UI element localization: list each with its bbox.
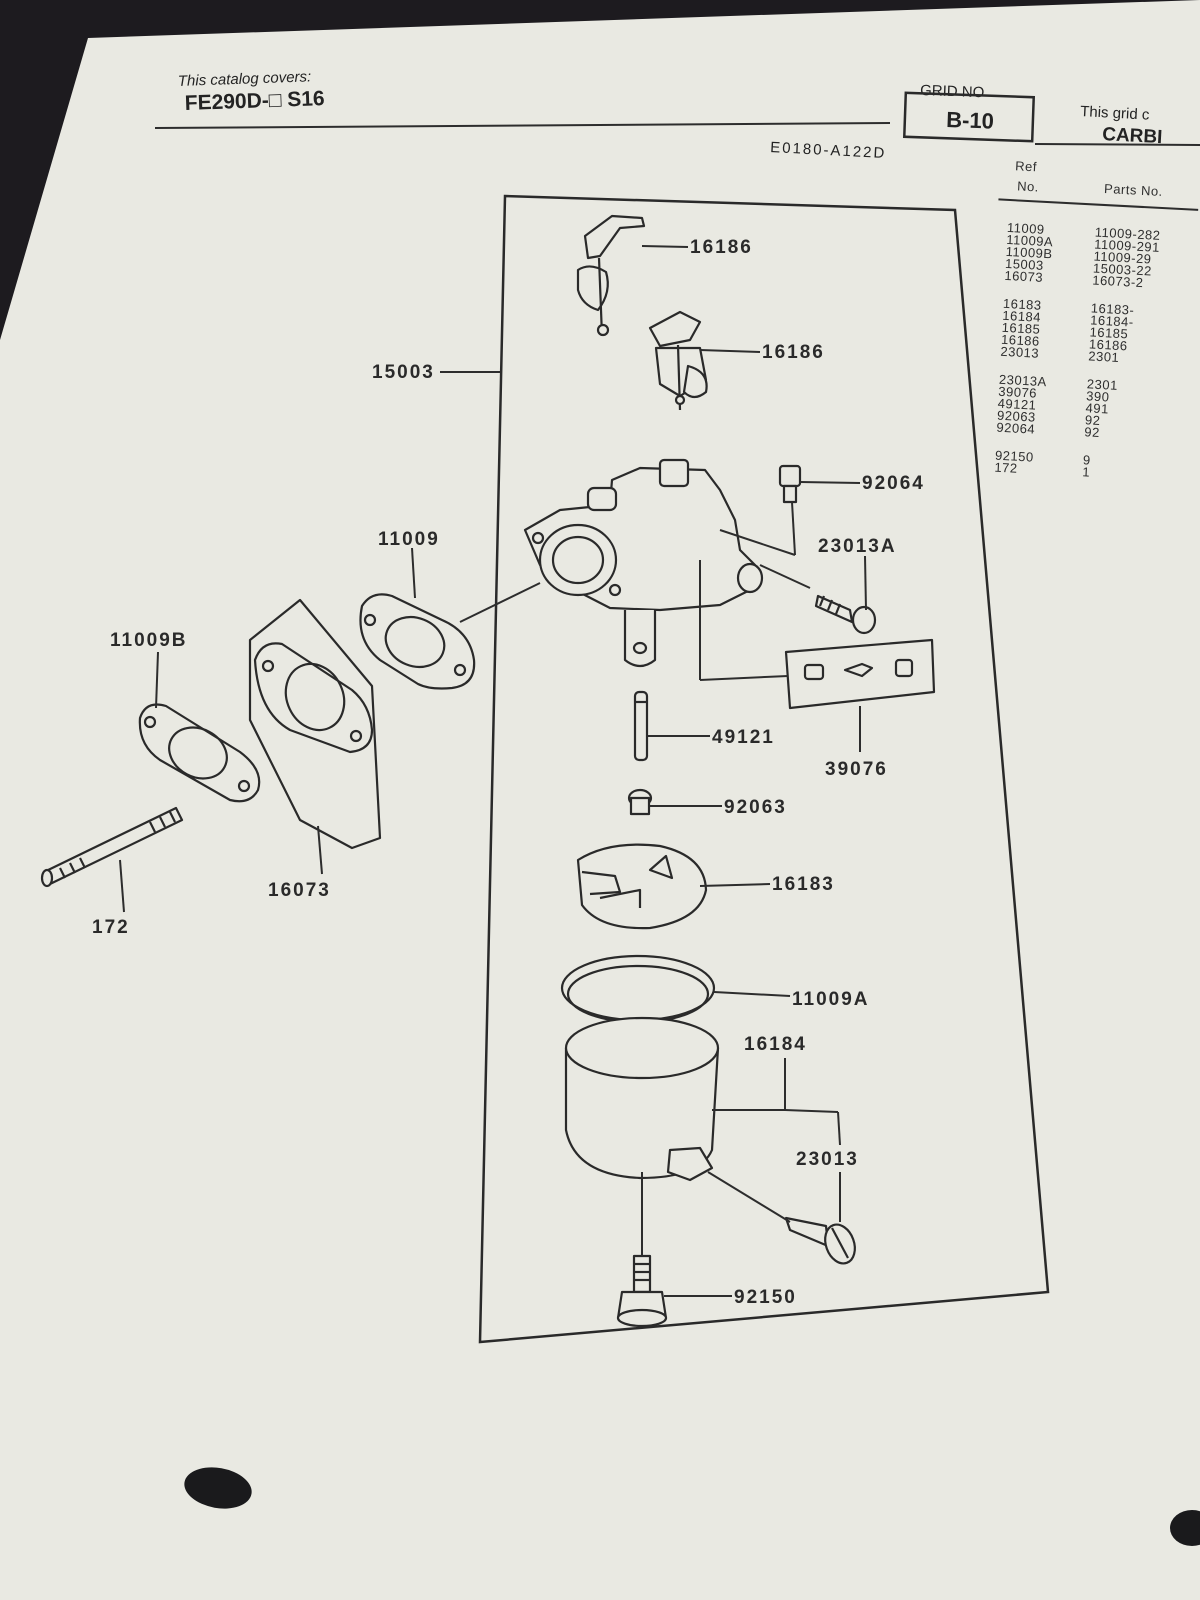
- grid-no-label: GRID NO: [920, 82, 985, 101]
- table-ref-cell: 11009B: [1005, 244, 1053, 261]
- table-ref-cell: 49121: [997, 396, 1036, 413]
- callout-49121: 49121: [712, 727, 775, 748]
- table-ref-cell: 23013: [1000, 344, 1039, 361]
- table-ref-cell: 16186: [1001, 332, 1040, 349]
- screw-92064-part: [778, 464, 802, 504]
- table-part-cell: 16073-2: [1092, 272, 1144, 290]
- callout-16073: 16073: [268, 880, 331, 901]
- stud-172-part: [40, 806, 184, 888]
- callout-16186-choke: 16186: [690, 237, 753, 258]
- insulator-16073-part: [248, 598, 382, 850]
- kit-39076-part: [784, 638, 936, 710]
- header-rule: [154, 122, 891, 129]
- table-ref-cell: 172: [994, 460, 1018, 476]
- screw-23013A-part: [814, 594, 877, 635]
- callout-92063: 92063: [724, 797, 787, 818]
- table-part-cell: 15003-22: [1093, 260, 1153, 278]
- grid-no-box: [902, 91, 1036, 143]
- table-part-cell: 16183-: [1091, 300, 1135, 317]
- table-ref-cell: 92063: [997, 408, 1036, 425]
- float-16183-part: [576, 843, 708, 930]
- gasket-11009-part: [359, 593, 476, 690]
- table-ref-cell: 16185: [1001, 320, 1040, 337]
- grid-description: This grid c: [1080, 103, 1150, 124]
- drawing-code: E0180-A122D: [770, 139, 887, 162]
- callout-172: 172: [92, 917, 130, 938]
- diagram-frame: [478, 194, 1050, 1344]
- table-part-cell: 92: [1084, 424, 1100, 440]
- table-ref-cell: 15003: [1005, 256, 1044, 273]
- table-part-cell: 9: [1083, 452, 1092, 467]
- callout-16183: 16183: [772, 874, 835, 895]
- table-part-cell: 2301: [1087, 376, 1119, 393]
- float-bowl-16184-part: [564, 1016, 720, 1182]
- table-ref-cell: 16073: [1004, 268, 1043, 285]
- table-part-cell: 2301: [1088, 348, 1120, 365]
- model-number: FE290D-□ S16: [184, 87, 325, 115]
- throttle-lever-part: [648, 310, 708, 411]
- callout-16186-throttle: 16186: [762, 342, 825, 363]
- float-pin-49121-part: [633, 690, 649, 762]
- table-part-cell: 92: [1085, 412, 1101, 428]
- table-ref-cell: 23013A: [999, 372, 1048, 389]
- callout-39076: 39076: [825, 759, 888, 780]
- binder-hole-right: [1170, 1510, 1200, 1546]
- callout-23013A: 23013A: [818, 536, 897, 557]
- choke-lever-part: [576, 214, 646, 337]
- callout-labels: 16186 16186 15003 92064 23013A 11009 110…: [92, 237, 925, 1308]
- table-part-cell: 1: [1082, 464, 1091, 479]
- table-ref-cell: 92064: [996, 420, 1035, 437]
- table-ref-cell: 11009: [1007, 220, 1045, 237]
- col-no-label: No.: [1017, 178, 1039, 194]
- table-part-cell: 491: [1085, 400, 1109, 416]
- callout-11009B: 11009B: [110, 630, 188, 651]
- leader-lines: [119, 245, 867, 1297]
- binder-hole: [184, 1467, 252, 1509]
- table-part-cell: 11009-29: [1093, 249, 1152, 267]
- callout-92150: 92150: [734, 1287, 797, 1308]
- grid-title: CARBI: [1102, 124, 1163, 148]
- table-ref-cell: 16183: [1003, 296, 1042, 313]
- callout-11009: 11009: [378, 529, 440, 550]
- drain-screw-23013-part: [784, 1216, 856, 1265]
- callout-16184: 16184: [744, 1034, 807, 1055]
- callout-11009A: 11009A: [792, 989, 870, 1010]
- callout-23013: 23013: [796, 1149, 859, 1170]
- catalog-covers-label: This catalog covers:: [178, 68, 312, 90]
- carburetor-body-part: [523, 458, 764, 668]
- callout-92064: 92064: [862, 473, 925, 494]
- col-ref-label: Ref: [1015, 158, 1037, 174]
- table-part-cell: 16185: [1089, 324, 1128, 341]
- callout-15003: 15003: [372, 362, 435, 383]
- col-parts-label: Parts No.: [1104, 181, 1163, 199]
- table-part-cell: 16186: [1089, 336, 1128, 353]
- table-part-cell: 16184-: [1090, 312, 1134, 329]
- table-part-cell: 390: [1086, 388, 1110, 404]
- table-ref-cell: 16184: [1002, 308, 1041, 325]
- table-part-cell: 11009-282: [1094, 225, 1160, 243]
- header-rule-right: [1034, 143, 1200, 146]
- table-rule: [998, 198, 1199, 211]
- table-ref-cell: 11009A: [1006, 232, 1054, 249]
- bolt-92150-part: [616, 1254, 668, 1328]
- jet-92063-part: [627, 788, 653, 816]
- table-ref-cell: 39076: [998, 384, 1037, 401]
- grid-no-value: B-10: [946, 107, 995, 134]
- table-part-cell: 11009-291: [1094, 237, 1160, 255]
- table-ref-cell: 92150: [995, 448, 1034, 465]
